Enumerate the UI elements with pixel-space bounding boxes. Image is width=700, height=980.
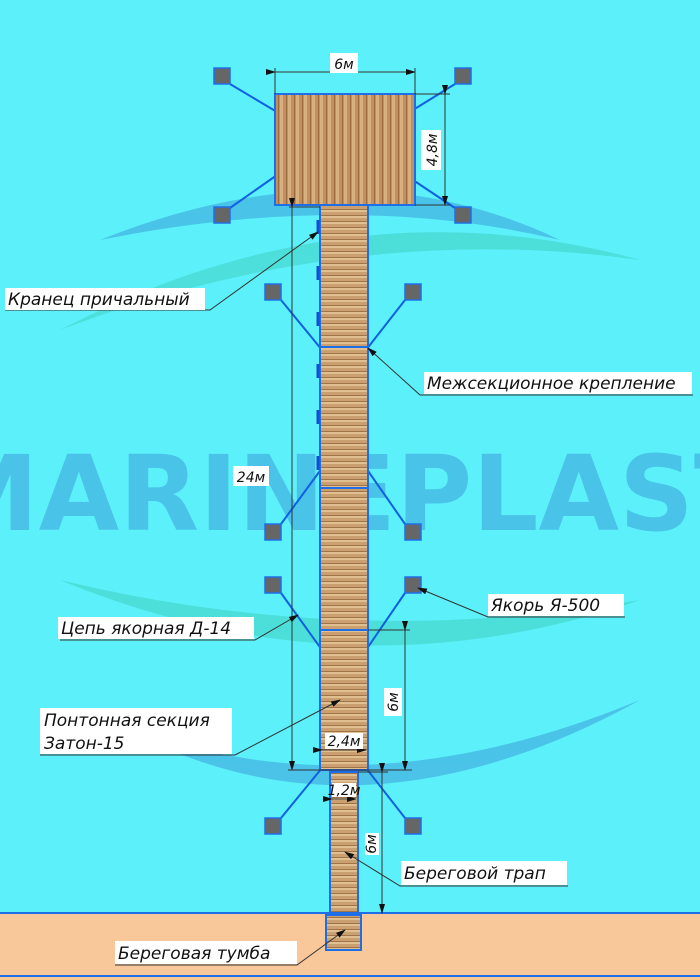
anchor-chains	[229, 83, 456, 819]
dim-section-width: 2,4м	[328, 734, 361, 750]
dimension-lines	[266, 68, 450, 914]
anchor-icon	[264, 283, 282, 301]
anchor-icon	[264, 576, 282, 594]
platform	[274, 93, 416, 206]
anchor-icon	[404, 523, 422, 541]
label-joint: Межсекционное крепление	[427, 374, 676, 394]
label-gangway: Береговой трап	[404, 864, 546, 884]
anchor-icon	[454, 67, 472, 85]
dim-platform-width: 6м	[334, 57, 354, 73]
dim-total-length: 24м	[237, 470, 266, 486]
leader-lines	[5, 231, 693, 966]
dim-gangway-length: 6м	[364, 834, 380, 854]
label-chain: Цепь якорная Д-14	[61, 619, 231, 639]
dim-gangway-width: 1,2м	[328, 783, 361, 799]
anchor-icon	[404, 283, 422, 301]
dim-section-length: 6м	[386, 692, 402, 712]
anchor-icon	[404, 576, 422, 594]
bollard	[325, 914, 362, 951]
anchors	[213, 67, 472, 835]
label-section-line2: Затон-15	[44, 734, 125, 754]
anchor-icon	[404, 817, 422, 835]
label-section-line1: Понтонная секция	[44, 711, 210, 731]
anchor-icon	[213, 67, 231, 85]
anchor-icon	[264, 817, 282, 835]
label-anchor: Якорь Я-500	[490, 596, 600, 616]
pontoon-sections	[319, 204, 369, 771]
dim-platform-length: 4,8м	[425, 133, 441, 166]
label-bollard: Береговая тумба	[118, 944, 270, 964]
anchor-icon	[213, 206, 231, 224]
anchor-icon	[264, 523, 282, 541]
label-fender: Кранец причальный	[8, 290, 190, 310]
anchor-icon	[454, 206, 472, 224]
